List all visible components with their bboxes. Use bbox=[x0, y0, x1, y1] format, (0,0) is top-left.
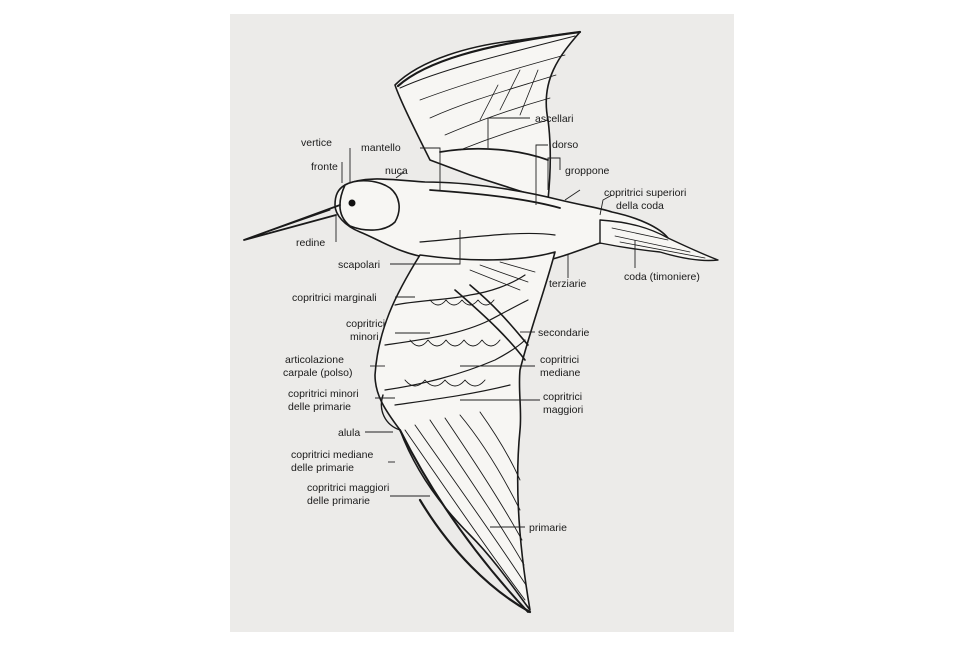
label-vertice: vertice bbox=[301, 137, 332, 149]
label-groppone: groppone bbox=[565, 165, 610, 177]
bird-illustration bbox=[243, 30, 719, 614]
label-fronte: fronte bbox=[311, 161, 338, 173]
label-mantello: mantello bbox=[361, 142, 401, 154]
label-articolazione-2: carpale (polso) bbox=[283, 367, 352, 379]
label-nuca: nuca bbox=[385, 165, 408, 177]
label-maggiori-primarie-2: delle primarie bbox=[307, 495, 370, 507]
label-minori-primarie-2: delle primarie bbox=[288, 401, 351, 413]
label-alula: alula bbox=[338, 427, 360, 439]
leader-lines bbox=[335, 117, 636, 528]
label-secondarie: secondarie bbox=[538, 327, 590, 339]
label-copritrici-marginali: copritrici marginali bbox=[292, 292, 377, 304]
label-copritrici-minori-2: minori bbox=[350, 331, 379, 343]
label-copritrici-minori-1: copritrici bbox=[346, 318, 385, 330]
label-copritrici-superiori-1: copritrici superiori bbox=[604, 187, 686, 199]
bird-body bbox=[334, 147, 719, 266]
label-copritrici-mediane-2: mediane bbox=[540, 367, 580, 379]
label-maggiori-primarie-1: copritrici maggiori bbox=[307, 482, 389, 494]
label-copritrici-maggiori-1: copritrici bbox=[543, 391, 582, 403]
label-mediane-primarie-2: delle primarie bbox=[291, 462, 354, 474]
lower-wing bbox=[374, 251, 556, 614]
anatomy-labels: ascellari dorso groppone copritrici supe… bbox=[283, 113, 700, 534]
label-copritrici-maggiori-2: maggiori bbox=[543, 404, 583, 416]
upper-wing bbox=[394, 30, 582, 201]
label-coda: coda (timoniere) bbox=[624, 271, 700, 283]
label-articolazione-1: articolazione bbox=[285, 354, 344, 366]
label-primarie: primarie bbox=[529, 522, 567, 534]
label-copritrici-superiori-2: della coda bbox=[616, 200, 664, 212]
label-terziarie: terziarie bbox=[549, 278, 587, 290]
label-copritrici-mediane-1: copritrici bbox=[540, 354, 579, 366]
label-scapolari: scapolari bbox=[338, 259, 380, 271]
label-ascellari: ascellari bbox=[535, 113, 574, 125]
label-mediane-primarie-1: copritrici mediane bbox=[291, 449, 373, 461]
label-dorso: dorso bbox=[552, 139, 578, 151]
label-minori-primarie-1: copritrici minori bbox=[288, 388, 359, 400]
bird-head bbox=[243, 179, 400, 241]
label-redine: redine bbox=[296, 237, 325, 249]
